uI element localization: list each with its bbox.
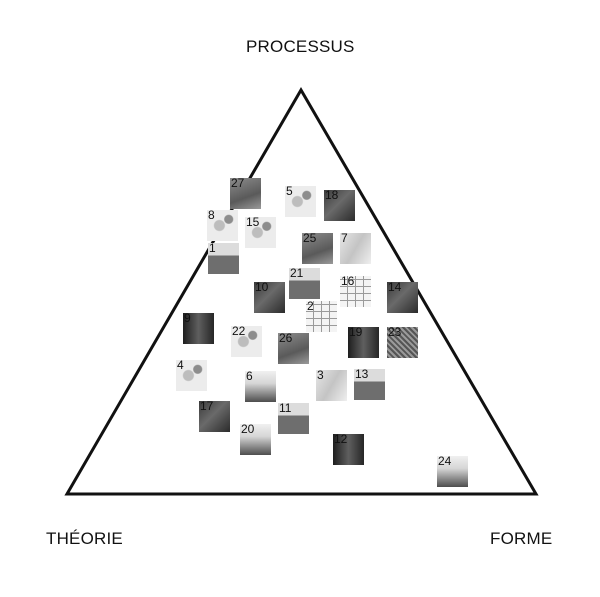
- project-photo: [348, 327, 379, 358]
- project-thumbnail-7[interactable]: 7: [340, 233, 371, 264]
- project-number: 4: [177, 360, 184, 372]
- project-photo: [176, 360, 207, 391]
- project-number: 7: [341, 233, 348, 245]
- project-photo: [208, 243, 239, 274]
- project-number: 22: [232, 326, 246, 338]
- project-thumbnail-14[interactable]: 14: [387, 282, 418, 313]
- project-photo: [289, 268, 320, 299]
- project-photo: [230, 178, 261, 209]
- project-thumbnail-24[interactable]: 24: [437, 456, 468, 487]
- project-photo: [354, 369, 385, 400]
- project-photo: [254, 282, 285, 313]
- project-thumbnail-16[interactable]: 16: [340, 276, 371, 307]
- project-photo: [340, 233, 371, 264]
- project-thumbnail-21[interactable]: 21: [289, 268, 320, 299]
- project-thumbnail-5[interactable]: 5: [285, 186, 316, 217]
- project-thumbnail-18[interactable]: 18: [324, 190, 355, 221]
- project-thumbnail-13[interactable]: 13: [354, 369, 385, 400]
- project-number: 18: [325, 190, 339, 202]
- project-photo: [240, 424, 271, 455]
- project-thumbnail-11[interactable]: 11: [278, 403, 309, 434]
- project-photo: [302, 233, 333, 264]
- project-number: 15: [246, 217, 260, 229]
- project-thumbnail-12[interactable]: 12: [333, 434, 364, 465]
- vertex-label-processus: PROCESSUS: [246, 37, 355, 56]
- project-photo: [387, 327, 418, 358]
- project-number: 9: [184, 313, 191, 325]
- project-number: 6: [246, 371, 253, 383]
- project-number: 27: [231, 178, 245, 190]
- project-photo: [333, 434, 364, 465]
- project-number: 17: [200, 401, 214, 413]
- project-thumbnail-25[interactable]: 25: [302, 233, 333, 264]
- project-photo: [231, 326, 262, 357]
- project-photo: [387, 282, 418, 313]
- project-photo: [316, 370, 347, 401]
- project-number: 16: [341, 276, 355, 288]
- project-number: 2: [307, 301, 314, 313]
- project-photo: [340, 276, 371, 307]
- project-thumbnail-4[interactable]: 4: [176, 360, 207, 391]
- project-thumbnail-6[interactable]: 6: [245, 371, 276, 402]
- project-number: 25: [303, 233, 317, 245]
- project-number: 13: [355, 369, 369, 381]
- project-thumbnail-19[interactable]: 19: [348, 327, 379, 358]
- project-photo: [245, 217, 276, 248]
- project-number: 14: [388, 282, 402, 294]
- project-number: 20: [241, 424, 255, 436]
- project-number: 10: [255, 282, 269, 294]
- project-photo: [324, 190, 355, 221]
- project-thumbnail-15[interactable]: 15: [245, 217, 276, 248]
- project-thumbnail-8[interactable]: 8: [207, 210, 238, 241]
- project-thumbnail-27[interactable]: 27: [230, 178, 261, 209]
- project-thumbnail-3[interactable]: 3: [316, 370, 347, 401]
- vertex-label-theorie: THÉORIE: [46, 529, 123, 548]
- project-thumbnail-22[interactable]: 22: [231, 326, 262, 357]
- project-photo: [183, 313, 214, 344]
- project-thumbnail-2[interactable]: 2: [306, 301, 337, 332]
- project-photo: [245, 371, 276, 402]
- project-thumbnail-1[interactable]: 1: [208, 243, 239, 274]
- project-thumbnail-9[interactable]: 9: [183, 313, 214, 344]
- project-photo: [306, 301, 337, 332]
- project-number: 1: [209, 243, 216, 255]
- project-number: 5: [286, 186, 293, 198]
- project-number: 19: [349, 327, 363, 339]
- project-number: 21: [290, 268, 304, 280]
- project-photo: [207, 210, 238, 241]
- project-number: 11: [279, 403, 292, 415]
- project-number: 23: [388, 327, 402, 339]
- triangle-outline: [64, 87, 539, 496]
- project-number: 26: [279, 333, 293, 345]
- project-thumbnail-17[interactable]: 17: [199, 401, 230, 432]
- project-thumbnail-26[interactable]: 26: [278, 333, 309, 364]
- project-thumbnail-23[interactable]: 23: [387, 327, 418, 358]
- vertex-label-forme: FORME: [490, 529, 553, 548]
- project-number: 3: [317, 370, 324, 382]
- project-photo: [437, 456, 468, 487]
- project-thumbnail-20[interactable]: 20: [240, 424, 271, 455]
- project-photo: [285, 186, 316, 217]
- project-photo: [278, 403, 309, 434]
- project-photo: [278, 333, 309, 364]
- project-number: 8: [208, 210, 215, 222]
- project-number: 24: [438, 456, 452, 468]
- project-thumbnail-10[interactable]: 10: [254, 282, 285, 313]
- project-number: 12: [334, 434, 348, 446]
- project-photo: [199, 401, 230, 432]
